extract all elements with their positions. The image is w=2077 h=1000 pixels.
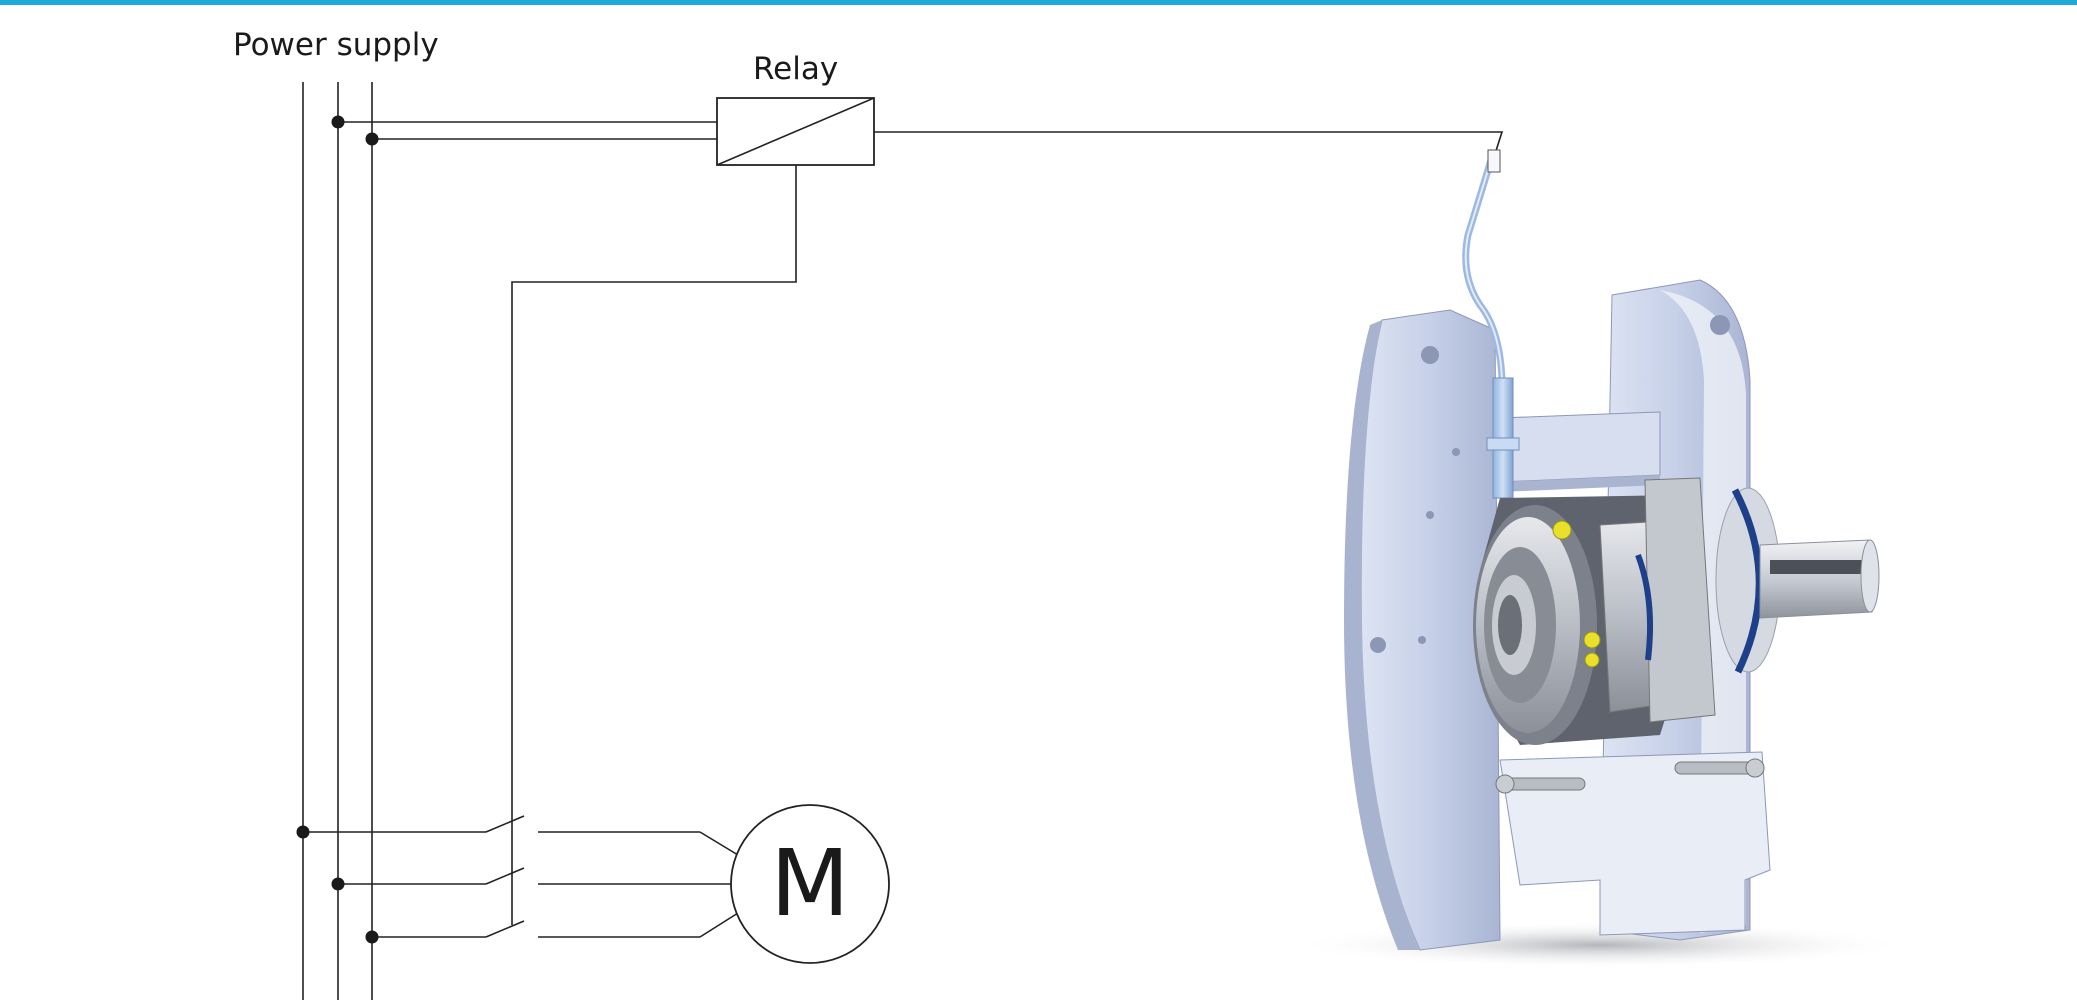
junction-node xyxy=(365,930,379,944)
motor-symbol: M xyxy=(730,804,890,964)
power-supply-label: Power supply xyxy=(233,27,439,63)
power-supply-lines xyxy=(302,82,373,1000)
ball-icon xyxy=(1584,652,1600,668)
relay-label: Relay xyxy=(753,51,838,87)
relay-control-line xyxy=(511,165,797,925)
clutch-illustration xyxy=(1290,148,1910,969)
junction-node xyxy=(296,825,310,839)
header-accent-bar xyxy=(0,0,2077,5)
motor-contactor xyxy=(296,815,739,944)
junction-node xyxy=(365,132,379,146)
relay-symbol xyxy=(716,97,875,166)
sensor-signal-wire xyxy=(874,131,1504,158)
ball-icon xyxy=(1552,520,1572,540)
relay-supply-wires xyxy=(331,115,717,146)
motor-label: M xyxy=(770,830,849,937)
junction-node xyxy=(331,877,345,891)
ball-icon xyxy=(1583,631,1601,649)
junction-node xyxy=(331,115,345,129)
